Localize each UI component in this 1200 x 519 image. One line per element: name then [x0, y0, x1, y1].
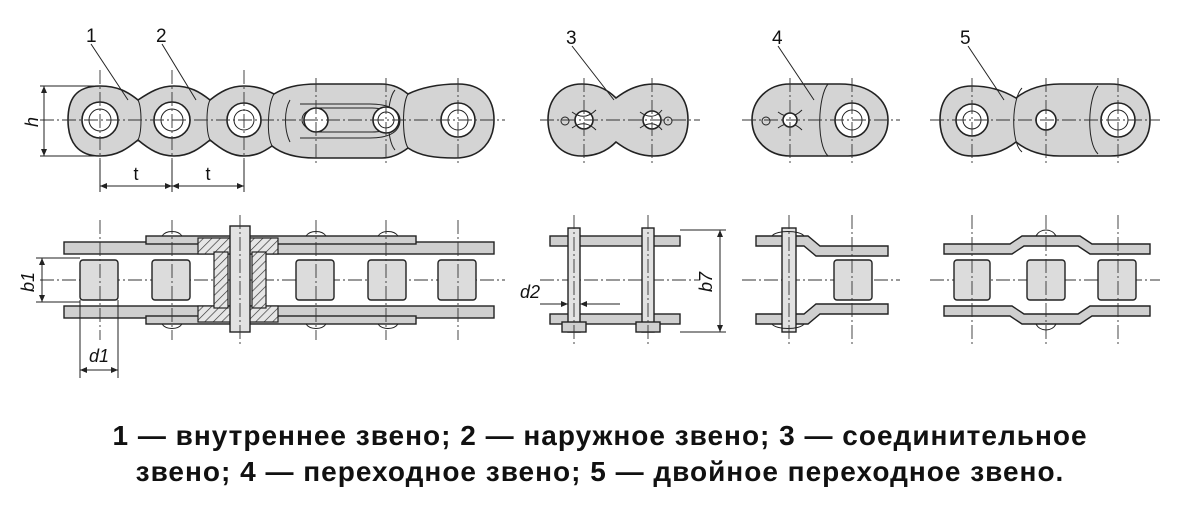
- caption-line-2: звено; 4 — переходное звено; 5 — двойное…: [135, 456, 1065, 487]
- label-b1: b1: [18, 272, 38, 292]
- dimension-h: h: [22, 85, 98, 157]
- double-offset-link-side: [930, 215, 1160, 345]
- label-d2: d2: [520, 282, 540, 302]
- chain-plates-outline: [67, 83, 495, 159]
- leader-2: 2: [156, 26, 197, 101]
- dimension-b1: b1: [18, 257, 80, 303]
- label-4: 4: [772, 28, 783, 49]
- label-d1: d1: [89, 346, 109, 366]
- offset-link-top: 4: [742, 28, 900, 165]
- dimension-d1: d1: [79, 300, 119, 378]
- chain-side-view: [40, 215, 505, 345]
- double-offset-link-top: 5: [930, 28, 1160, 165]
- chain-link-drawing: h t t 1 2 3: [18, 26, 1160, 378]
- connecting-link-top: 3: [540, 28, 700, 165]
- label-h: h: [22, 117, 42, 127]
- label-t-1: t: [133, 164, 138, 184]
- label-5: 5: [960, 28, 971, 49]
- chain-top-view: [40, 70, 505, 175]
- label-t-2: t: [205, 164, 210, 184]
- offset-link-side: [742, 215, 900, 345]
- label-2: 2: [156, 26, 167, 47]
- label-b7: b7: [696, 271, 716, 292]
- dimension-t: t t: [99, 160, 245, 192]
- caption-line-1: 1 — внутреннее звено; 2 — наружное звено…: [112, 420, 1088, 451]
- connecting-link-side: d2 b7: [520, 215, 726, 345]
- label-3: 3: [566, 28, 577, 49]
- leader-1: 1: [86, 26, 129, 101]
- label-1: 1: [86, 26, 97, 47]
